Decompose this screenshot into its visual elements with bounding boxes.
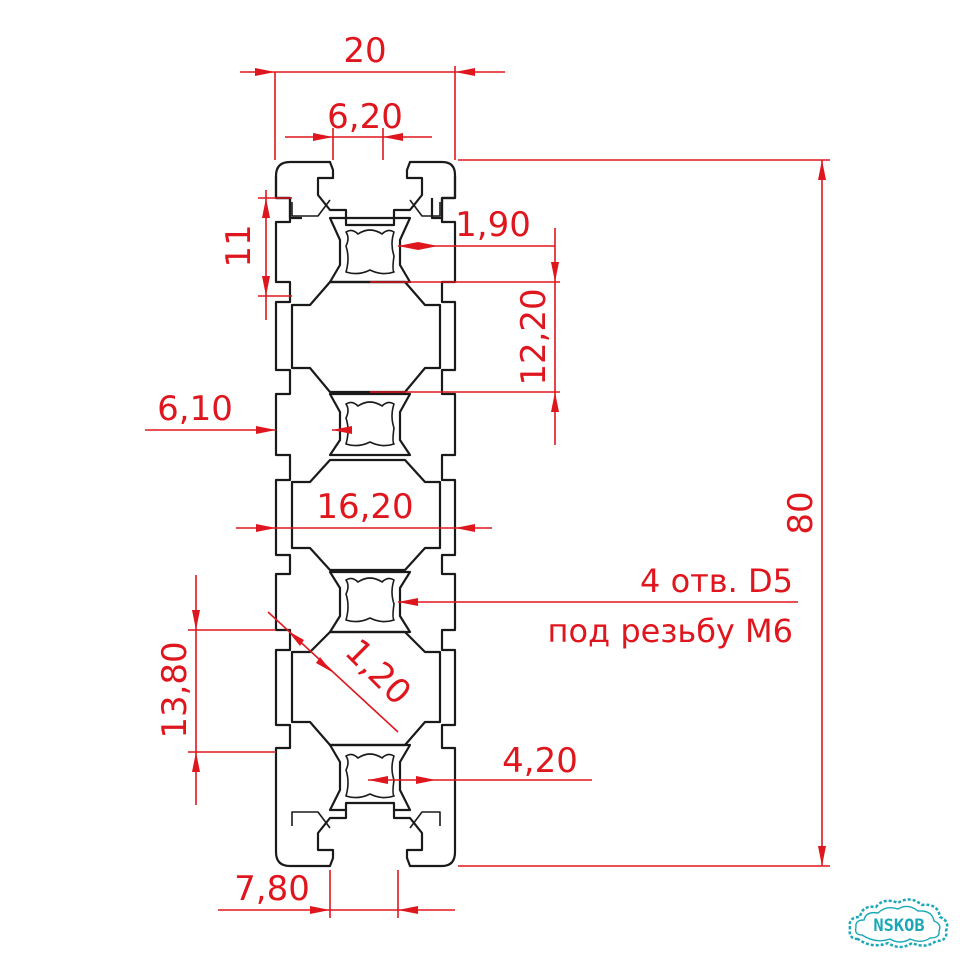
dim-slot-spacing-label: 11: [219, 224, 259, 267]
dim-core-hole-label: 4,20: [502, 741, 578, 781]
dim-cavity-height-label: 12,20: [514, 288, 554, 385]
core-node-4: [328, 743, 412, 812]
dim-slot-depth-label: 6,10: [157, 389, 233, 429]
dim-cavity-width-label: 16,20: [316, 487, 413, 527]
dim-diagonal-wall-label: 1,20: [337, 631, 419, 713]
core-node-1: [328, 216, 412, 284]
dim-cell-height-label: 13,80: [155, 641, 195, 738]
dim-width-label: 20: [343, 31, 386, 71]
core-node-2: [328, 392, 412, 457]
profile-outline: [274, 160, 457, 868]
dim-total-height-label: 80: [781, 491, 821, 534]
hole-note-line1: 4 отв. D5: [640, 562, 793, 600]
dim-flange-label: 7,80: [234, 869, 310, 909]
logo-text: NSKOB: [873, 916, 924, 936]
core-node-3: [328, 570, 412, 634]
dimension-lines: [145, 66, 830, 918]
dimension-labels: 20 6,20 11 1,90 12,20 6,10 16,20 1,20 13…: [155, 31, 821, 909]
dim-slot-width-label: 6,20: [327, 97, 403, 137]
dim-wall-label: 1,90: [455, 205, 531, 245]
nskob-logo: NSKOB: [848, 898, 949, 949]
hole-note-line2: под резьбу M6: [548, 612, 793, 650]
